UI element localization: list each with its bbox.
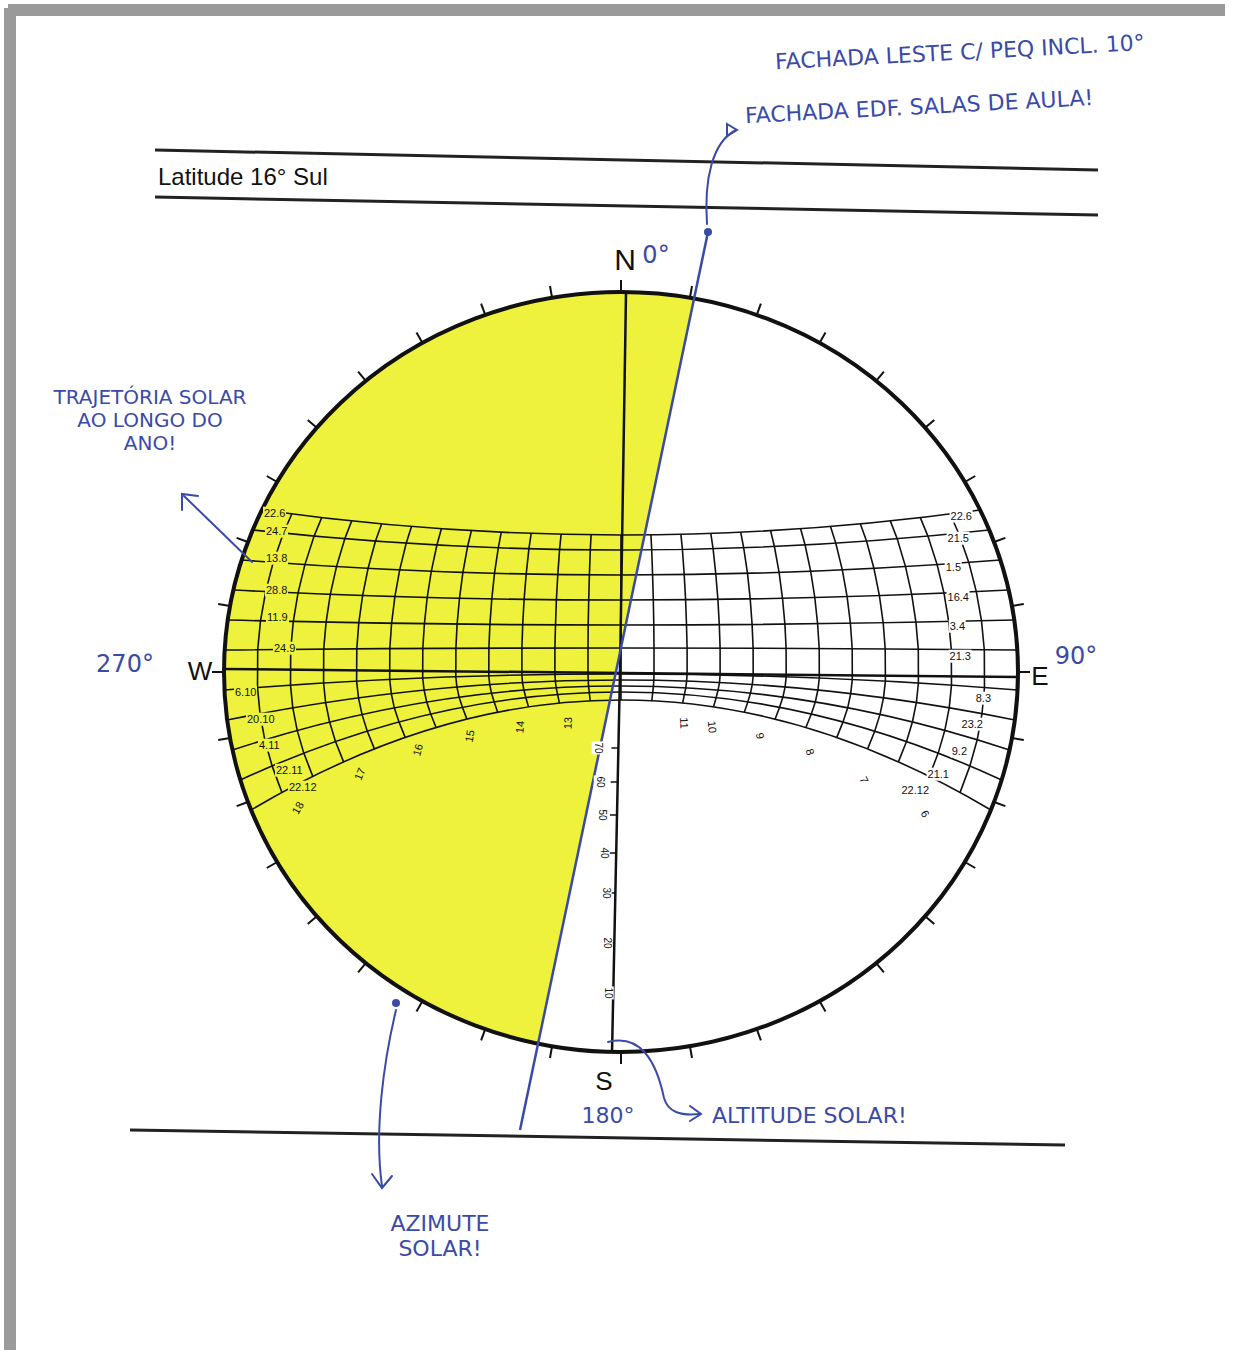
hour-line: [489, 532, 502, 712]
marker-dot: [704, 228, 712, 236]
handwritten-note: TRAJETÓRIA SOLAR AO LONGO DO ANO!: [50, 386, 250, 455]
cardinal-letter: N: [614, 243, 636, 278]
date-label: 13.8: [265, 552, 288, 565]
hour-line: [920, 518, 951, 777]
hour-label: 9: [753, 731, 767, 741]
facade-line: [520, 232, 708, 1130]
handwritten-note: FACHADA LESTE C/ PEQ INCL. 10°: [774, 30, 1145, 75]
date-label: 1.5: [945, 561, 962, 574]
marker-dot: [392, 999, 400, 1007]
hour-line: [741, 532, 754, 712]
date-label: 9.2: [951, 745, 968, 758]
altitude-label: 60: [594, 775, 606, 788]
altitude-tick: [609, 852, 616, 854]
photo-frame: [8, 4, 1225, 16]
altitude-label: 50: [596, 808, 608, 821]
hour-line: [651, 535, 654, 701]
hour-line: [588, 535, 591, 701]
photo-frame: [4, 8, 16, 1350]
hour-label: 6: [917, 807, 932, 821]
hand-arrows: [182, 124, 737, 1188]
altitude-label: 10: [602, 986, 614, 999]
hour-line: [681, 534, 687, 703]
hour-line: [555, 534, 561, 703]
hour-label: 11: [677, 716, 690, 730]
hour-label: 15: [463, 728, 478, 744]
date-label: 20.10: [246, 713, 276, 726]
cardinal-letter: S: [595, 1067, 612, 1097]
altitude-label: 70: [592, 741, 604, 754]
handwritten-note: AZIMUTE SOLAR!: [355, 1211, 525, 1262]
altitude-label: 40: [598, 846, 610, 859]
handwritten-angle: 180°: [582, 1103, 635, 1128]
hour-line: [831, 527, 853, 738]
date-label: 4.11: [258, 739, 281, 752]
hour-line: [801, 529, 820, 728]
date-label: 8.3: [975, 692, 992, 705]
date-label: 28.8: [265, 584, 288, 597]
cardinal-letter: W: [188, 657, 213, 687]
date-label: 22.12: [900, 784, 930, 797]
date-label: 22.6: [263, 507, 286, 520]
hour-label: 8: [803, 746, 818, 758]
date-label: 6.10: [234, 686, 257, 699]
hour-line: [357, 524, 382, 749]
date-label: 22.6: [950, 510, 973, 523]
rule-line: [130, 1130, 1065, 1145]
hour-label: 13: [561, 716, 574, 731]
handwritten-angle: 90°: [1055, 643, 1098, 671]
date-curve: [240, 692, 1001, 780]
date-label: 21.3: [949, 650, 972, 663]
altitude-tick: [611, 747, 618, 749]
hour-line: [324, 521, 352, 762]
hour-line: [423, 529, 442, 728]
rule-line: [155, 197, 1098, 215]
hour-line: [390, 527, 412, 738]
date-label: 22.11: [275, 764, 304, 777]
handwritten-angle: 270°: [96, 651, 154, 679]
hour-line: [456, 531, 472, 719]
north-axis: [620, 293, 626, 672]
date-label: 11.9: [266, 611, 289, 624]
hour-label: 14: [513, 719, 527, 734]
date-label: 24.7: [265, 525, 288, 538]
hour-label: 10: [705, 719, 719, 734]
altitude-tick: [611, 781, 618, 783]
handwritten-angle: 0°: [642, 242, 669, 270]
date-label: 24.9: [273, 642, 296, 655]
horizon-circle: [224, 292, 1018, 1052]
cardinal-letter: E: [1031, 662, 1048, 692]
altitude-label: 30: [600, 886, 612, 899]
date-label: 23.2: [961, 718, 984, 731]
date-label: 22.12: [288, 781, 318, 794]
altitude-ticks: [606, 748, 618, 993]
date-label: 16.4: [947, 591, 970, 604]
hour-line: [860, 524, 885, 749]
altitude-label: 20: [601, 936, 613, 949]
handwritten-note: ALTITUDE SOLAR!: [712, 1103, 907, 1128]
hour-line: [890, 521, 918, 762]
hour-label: 7: [857, 774, 872, 787]
hour-line: [711, 533, 720, 707]
handwritten-note: FACHADA EDF. SALAS DE AULA!: [744, 85, 1093, 129]
altitude-tick: [610, 814, 617, 816]
hour-line: [522, 533, 531, 707]
date-label: 3.4: [949, 620, 966, 633]
rim-ticks: [212, 280, 1030, 1064]
date-label: 21.1: [927, 768, 950, 781]
date-label: 21.5: [947, 532, 970, 545]
west-east-axis: [224, 669, 1018, 677]
hour-line: [771, 531, 787, 719]
heading: Latitude 16° Sul: [158, 163, 328, 191]
